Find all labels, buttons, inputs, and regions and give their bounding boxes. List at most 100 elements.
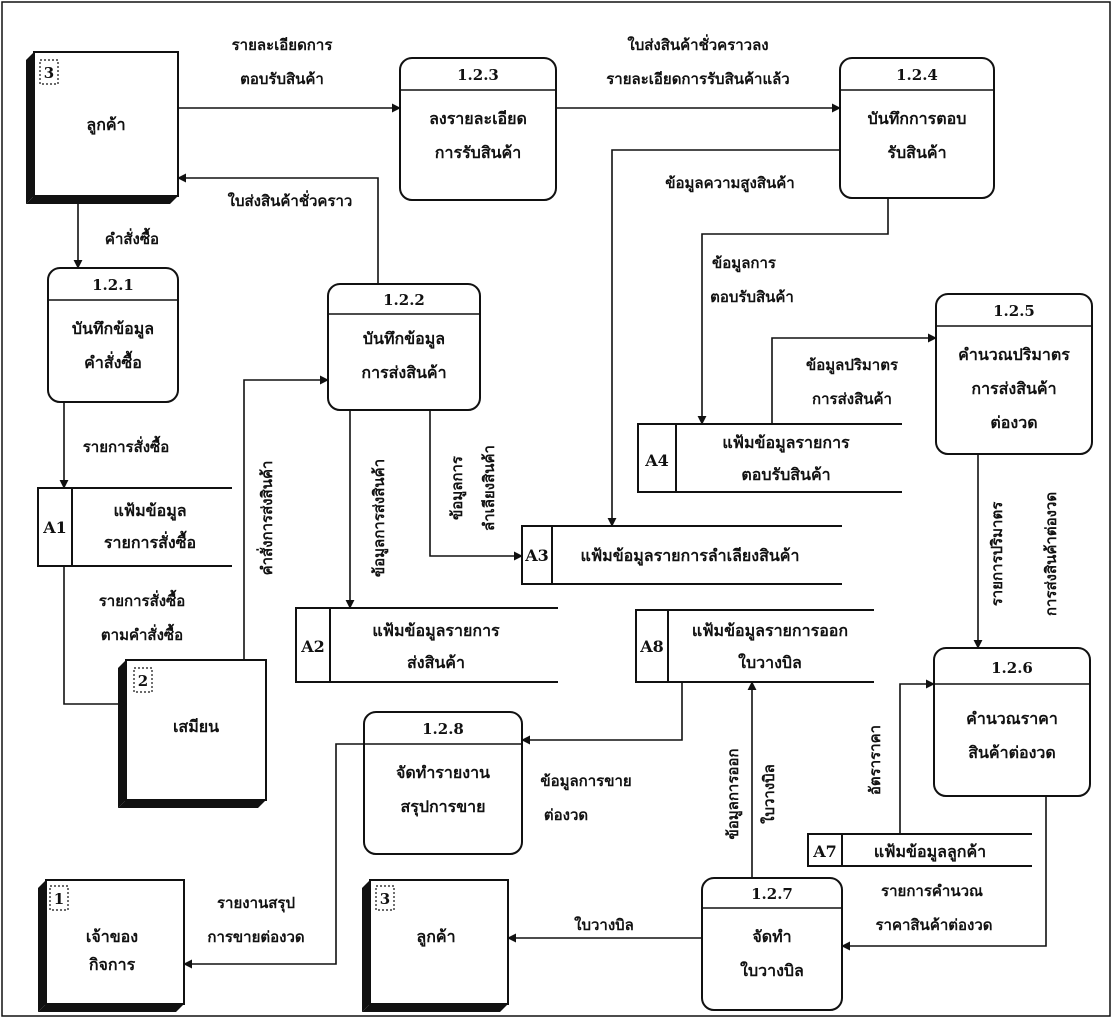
flow-label: ต่องวด (544, 806, 588, 824)
flow-label: ราคาสินค้าต่องวด (875, 916, 992, 934)
process-1-2-7: 1.2.7 จัดทำ ใบวางบิล (701, 877, 843, 1011)
process-line-1: บันทึกการตอบ (868, 109, 967, 128)
process-line-1: บันทึกข้อมูล (363, 329, 445, 350)
store-line-2: ใบวางบิล (738, 653, 802, 672)
process-line-1: คำนวณราคา (966, 709, 1058, 728)
process-line-2: สินค้าต่องวด (968, 743, 1056, 762)
flow-label: ใบส่งสินค้าชั่วคราวลง (627, 34, 768, 54)
store-a2: A2 แฟ้มข้อมูลรายการ ส่งสินค้า (295, 607, 558, 683)
process-id: 1.2.2 (383, 291, 425, 309)
entity-label: ลูกค้า (86, 115, 125, 136)
store-line-2: รายการสั่งซื้อ (104, 530, 196, 552)
flow-arrow (771, 333, 937, 424)
process-1-2-1: 1.2.1 บันทึกข้อมูล คำสั่งซื้อ (47, 267, 179, 403)
flow-label: ใบวางบิล (574, 916, 634, 934)
process-line-2: ใบวางบิล (740, 961, 804, 980)
process-1-2-6: 1.2.6 คำนวณราคา สินค้าต่องวด (933, 647, 1091, 797)
entity-label: ลูกค้า (416, 927, 455, 948)
store-id: A8 (639, 637, 664, 656)
process-line-1: ลงรายละเอียด (429, 109, 527, 128)
store-id: A2 (300, 637, 325, 656)
flow-label: ข้อมูลการออก (724, 748, 743, 839)
process-1-2-5: 1.2.5 คำนวณปริมาตร การส่งสินค้า ต่องวด (935, 293, 1093, 455)
process-line-2: คำสั่งซื้อ (84, 350, 142, 372)
store-line-2: ส่งสินค้า (407, 653, 465, 672)
process-1-2-4: 1.2.4 บันทึกการตอบ รับสินค้า (839, 57, 995, 199)
process-line-1: จัดทำ (752, 927, 791, 946)
flow-label: ตามคำสั่งซื้อ (101, 623, 183, 644)
store-line-1: แฟ้มข้อมูลรายการลำเลียงสินค้า (581, 546, 800, 567)
store-a7: A7 แฟ้มข้อมูลลูกค้า (807, 833, 1032, 867)
store-id: A1 (42, 518, 67, 537)
process-line-2: การรับสินค้า (435, 143, 521, 162)
flow-label: การส่งสินค้าต่องวด (1042, 492, 1060, 616)
process-id: 1.2.4 (896, 66, 938, 84)
flow-label: การขายต่องวด (207, 928, 304, 946)
flow-arrow (183, 743, 364, 969)
flow-label: ข้อมูลการขาย (540, 772, 631, 791)
store-id: A7 (812, 842, 837, 861)
entity-label: เจ้าของ (86, 927, 138, 946)
flow-label: ตอบรับสินค้า (240, 70, 324, 88)
entity-number: 2 (138, 672, 148, 690)
flow-label: ข้อมูลการ (712, 254, 777, 273)
flow-arrow (63, 566, 127, 709)
flow-lines (59, 103, 1047, 969)
store-id: A4 (644, 451, 669, 470)
flow-label: คำสั่งซื้อ (105, 227, 159, 248)
process-id: 1.2.5 (993, 302, 1035, 320)
store-line-1: แฟ้มข้อมูลรายการ (722, 433, 850, 454)
flow-arrow (841, 796, 1047, 951)
flow-label: รายการสั่งซื้อ (83, 435, 170, 456)
process-1-2-8: 1.2.8 จัดทำรายงาน สรุปการขาย (363, 711, 523, 855)
entity-customer-bottom: 3 ลูกค้า (362, 879, 509, 1012)
flow-label: ตอบรับสินค้า (710, 288, 794, 306)
flow-label: การส่งสินค้า (812, 390, 892, 408)
process-id: 1.2.6 (991, 659, 1033, 677)
flow-label: รายละเอียดการ (232, 36, 334, 54)
entity-label: เสมียน (173, 717, 219, 736)
process-line-2: สรุปการขาย (400, 797, 485, 817)
store-a1: A1 แฟ้มข้อมูล รายการสั่งซื้อ (37, 487, 232, 567)
flow-arrow (521, 682, 683, 745)
entity-owner: 1 เจ้าของ กิจการ (38, 879, 185, 1012)
flow-arrow (697, 198, 889, 425)
entity-clerk: 2 เสมียน (118, 659, 267, 808)
store-a3: A3 แฟ้มข้อมูลรายการลำเลียงสินค้า (521, 525, 842, 585)
store-line-1: แฟ้มข้อมูลรายการออก (692, 621, 848, 642)
flow-label: ข้อมูลปริมาตร (806, 356, 899, 375)
flow-label: ลำเลียงสินค้า (480, 445, 498, 531)
process-line-3: ต่องวด (990, 413, 1037, 432)
entity-number: 3 (380, 890, 390, 908)
store-line-1: แฟ้มข้อมูลลูกค้า (874, 842, 986, 863)
store-a4: A4 แฟ้มข้อมูลรายการ ตอบรับสินค้า (637, 423, 902, 493)
process-line-1: บันทึกข้อมูล (72, 319, 154, 340)
process-id: 1.2.7 (751, 885, 793, 903)
flow-label: รายการสั่งซื้อ (99, 589, 186, 610)
process-id: 1.2.8 (422, 720, 464, 738)
process-1-2-2: 1.2.2 บันทึกข้อมูล การส่งสินค้า (327, 283, 481, 411)
entity-number: 3 (44, 64, 54, 82)
flow-arrow (177, 173, 379, 284)
process-line-2: การส่งสินค้า (971, 379, 1056, 398)
flow-label: รายการคำนวณ (881, 882, 983, 900)
flow-arrow (429, 410, 523, 561)
process-id: 1.2.3 (457, 66, 499, 84)
flow-label: ข้อมูลการ (448, 455, 467, 520)
entity-label-2: กิจการ (89, 955, 136, 974)
store-line-1: แฟ้มข้อมูล (113, 501, 186, 522)
store-id: A3 (524, 546, 549, 565)
process-line-1: คำนวณปริมาตร (958, 345, 1070, 364)
store-a8: A8 แฟ้มข้อมูลรายการออก ใบวางบิล (635, 609, 874, 683)
flow-arrow (899, 679, 935, 834)
store-line-1: แฟ้มข้อมูลรายการ (372, 621, 500, 642)
process-line-2: รับสินค้า (887, 143, 946, 162)
flow-label: ข้อมูลการส่งสินค้า (370, 459, 389, 577)
process-1-2-3: 1.2.3 ลงรายละเอียด การรับสินค้า (399, 57, 557, 201)
process-line-1: จัดทำรายงาน (396, 763, 490, 782)
flow-arrow (607, 149, 840, 527)
flow-label: รายการปริมาตร (988, 501, 1006, 606)
